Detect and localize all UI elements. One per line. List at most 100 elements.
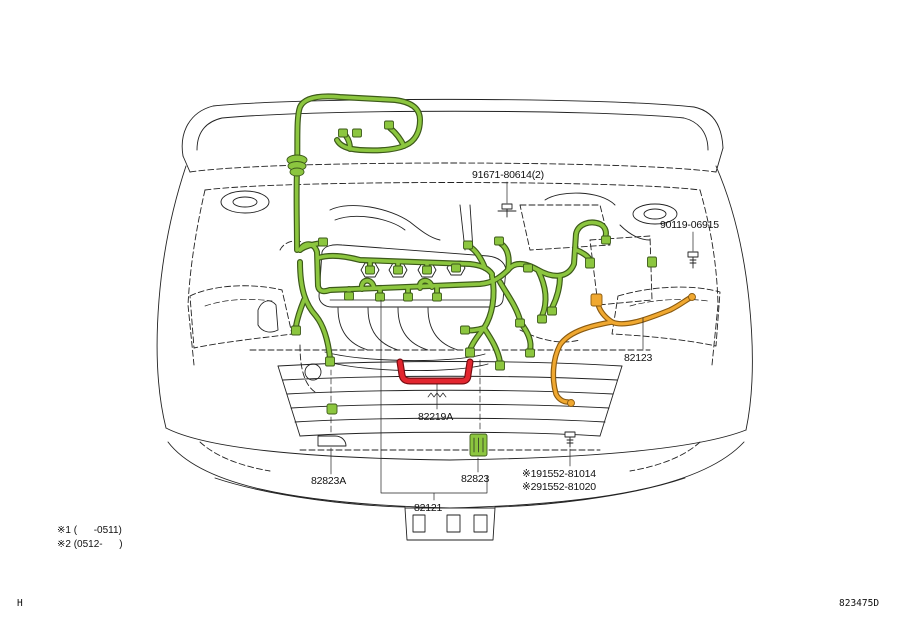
harness-connector bbox=[344, 291, 354, 301]
harness-connector bbox=[515, 318, 525, 328]
left-strut-tower bbox=[220, 190, 270, 214]
grille-bar bbox=[299, 431, 601, 437]
bracket-ribs bbox=[473, 437, 484, 453]
license-bracket-outline bbox=[404, 507, 496, 541]
harness-connector bbox=[375, 292, 385, 302]
harness-connector bbox=[403, 292, 413, 302]
upper-hose bbox=[329, 205, 441, 241]
clip-body bbox=[497, 208, 517, 218]
cable-outline bbox=[553, 322, 612, 402]
bolt-90119 bbox=[687, 251, 699, 269]
harness-connector bbox=[318, 237, 328, 247]
clip-91671 bbox=[497, 203, 517, 218]
harness-connector bbox=[465, 347, 475, 358]
clip-head bbox=[501, 203, 513, 210]
harness-bracket-82823a bbox=[317, 435, 347, 447]
right-fog-recess bbox=[629, 441, 701, 472]
hood-inner-edge bbox=[196, 110, 709, 151]
leader-82121 bbox=[380, 299, 488, 501]
part-number-82123[interactable]: 82123 bbox=[624, 352, 653, 364]
cowl-upper bbox=[189, 162, 717, 173]
right-fender bbox=[715, 165, 753, 431]
bolt-shank bbox=[689, 256, 697, 269]
cable-ring-terminal bbox=[688, 293, 696, 301]
intake-runner bbox=[367, 307, 399, 351]
license-bracket-slot bbox=[473, 514, 488, 533]
engine-wire-cable bbox=[553, 293, 696, 407]
grommet-ring bbox=[289, 167, 305, 177]
left-inner-fender bbox=[187, 189, 206, 366]
part-number-91552-variant-1[interactable]: ※191552-81014 bbox=[522, 468, 596, 480]
front-grille bbox=[277, 361, 623, 437]
left-headlamp-inner bbox=[204, 299, 273, 307]
exhaust-line bbox=[299, 344, 316, 393]
bumper-valance bbox=[214, 477, 686, 508]
part-number-82121[interactable]: 82121 bbox=[414, 502, 443, 514]
diagram-code: 823475D bbox=[839, 598, 879, 609]
injector-connector bbox=[365, 265, 375, 275]
harness-connector bbox=[463, 240, 473, 250]
hood-outer-edge bbox=[181, 98, 724, 157]
ignition-part-outline bbox=[400, 362, 470, 381]
air-cleaner-lid bbox=[544, 192, 616, 206]
crank-pulley bbox=[304, 363, 322, 381]
harness-connector bbox=[384, 120, 394, 130]
license-bracket-slot bbox=[446, 514, 461, 533]
license-bracket-slot bbox=[412, 514, 426, 533]
part-number-91552-variant-2[interactable]: ※291552-81020 bbox=[522, 481, 596, 493]
leader-lines bbox=[330, 181, 694, 501]
harness-connector bbox=[495, 360, 505, 371]
part-number-82823[interactable]: 82823 bbox=[461, 473, 490, 485]
right-headlamp bbox=[611, 286, 721, 347]
part-number-82219a[interactable]: 82219A bbox=[418, 411, 453, 423]
ignition-wire-part bbox=[400, 362, 470, 381]
injector-connector bbox=[451, 263, 461, 273]
bolt-head bbox=[687, 251, 699, 258]
intake-runner bbox=[337, 307, 369, 351]
bumper-top-edge bbox=[165, 427, 747, 461]
fasteners bbox=[497, 203, 699, 448]
note-variant-1: ※1 ( -0511) bbox=[57, 525, 122, 536]
hood-outline bbox=[181, 98, 724, 173]
left-fender bbox=[156, 165, 187, 429]
harness-connector bbox=[585, 257, 595, 269]
front-bumper bbox=[165, 427, 747, 509]
harness-connector bbox=[338, 128, 348, 138]
grille-sides bbox=[277, 365, 623, 437]
intake-runner bbox=[427, 307, 459, 351]
harness-grommet bbox=[286, 154, 308, 177]
fenders bbox=[156, 165, 753, 431]
injector-connector bbox=[393, 265, 403, 275]
applicability-notes: ※1 ( -0511) ※2 (0512- ) bbox=[57, 525, 123, 550]
part-number-90119[interactable]: 90119-06915 bbox=[660, 219, 719, 231]
right-headlamp-inner bbox=[629, 299, 709, 307]
right-strut-tower bbox=[632, 203, 678, 225]
harness-connector bbox=[325, 356, 335, 367]
grille-bar bbox=[277, 361, 623, 367]
part-number-82823a[interactable]: 82823A bbox=[311, 475, 346, 487]
harness-connector bbox=[525, 348, 535, 358]
harness-connector bbox=[537, 314, 547, 324]
harness-connector bbox=[352, 128, 362, 138]
harness-connector bbox=[432, 292, 442, 302]
battery-outline bbox=[589, 235, 653, 306]
note-variant-2: ※2 (0512- ) bbox=[57, 539, 123, 550]
bumper-bottom-edge bbox=[167, 441, 745, 509]
left-fog-recess bbox=[199, 441, 271, 472]
injector-connector bbox=[422, 265, 432, 275]
cowl-lines bbox=[189, 162, 717, 191]
right-inner-fender bbox=[699, 189, 719, 366]
hood-hinge-lines bbox=[182, 147, 724, 173]
harness-connectors bbox=[291, 120, 657, 371]
harness-connector bbox=[494, 236, 504, 246]
bolt-head bbox=[564, 431, 576, 438]
air-cleaner-case bbox=[519, 204, 611, 251]
left-strut-cap bbox=[232, 196, 258, 208]
harness-connector bbox=[460, 325, 470, 335]
part-number-91671[interactable]: 91671-80614(2) bbox=[472, 169, 544, 181]
harness-connector bbox=[523, 263, 533, 273]
engine-wire-harness bbox=[286, 96, 657, 457]
bolt-shank bbox=[566, 436, 574, 448]
washer-tank-neck bbox=[257, 300, 279, 333]
